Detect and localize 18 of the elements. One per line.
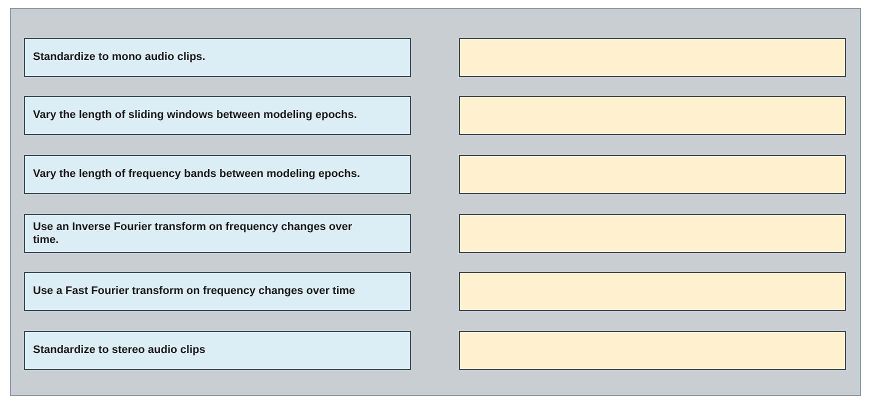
statement-text: Standardize to mono audio clips. (33, 51, 206, 64)
answer-box (459, 331, 846, 370)
answer-box (459, 96, 846, 135)
statement-box (24, 272, 411, 311)
statement-box (24, 331, 411, 370)
answer-box (459, 214, 846, 253)
statement-text: Use an Inverse Fourier transform on frequency changes over time. (33, 220, 354, 246)
answer-box (459, 272, 846, 311)
statement-box (24, 38, 411, 77)
answer-box (459, 38, 846, 77)
statement-text: Use a Fast Fourier transform on frequency changes over time (33, 285, 356, 298)
statement-box (24, 155, 411, 194)
statement-text: Standardize to stereo audio clips (33, 344, 206, 357)
statement-text: Vary the length of frequency bands between modeling epochs. (33, 168, 360, 181)
statement-box (24, 214, 411, 253)
answer-box (459, 155, 846, 194)
statement-box (24, 96, 411, 135)
statement-text: Vary the length of sliding windows between modeling epochs. (33, 109, 357, 122)
